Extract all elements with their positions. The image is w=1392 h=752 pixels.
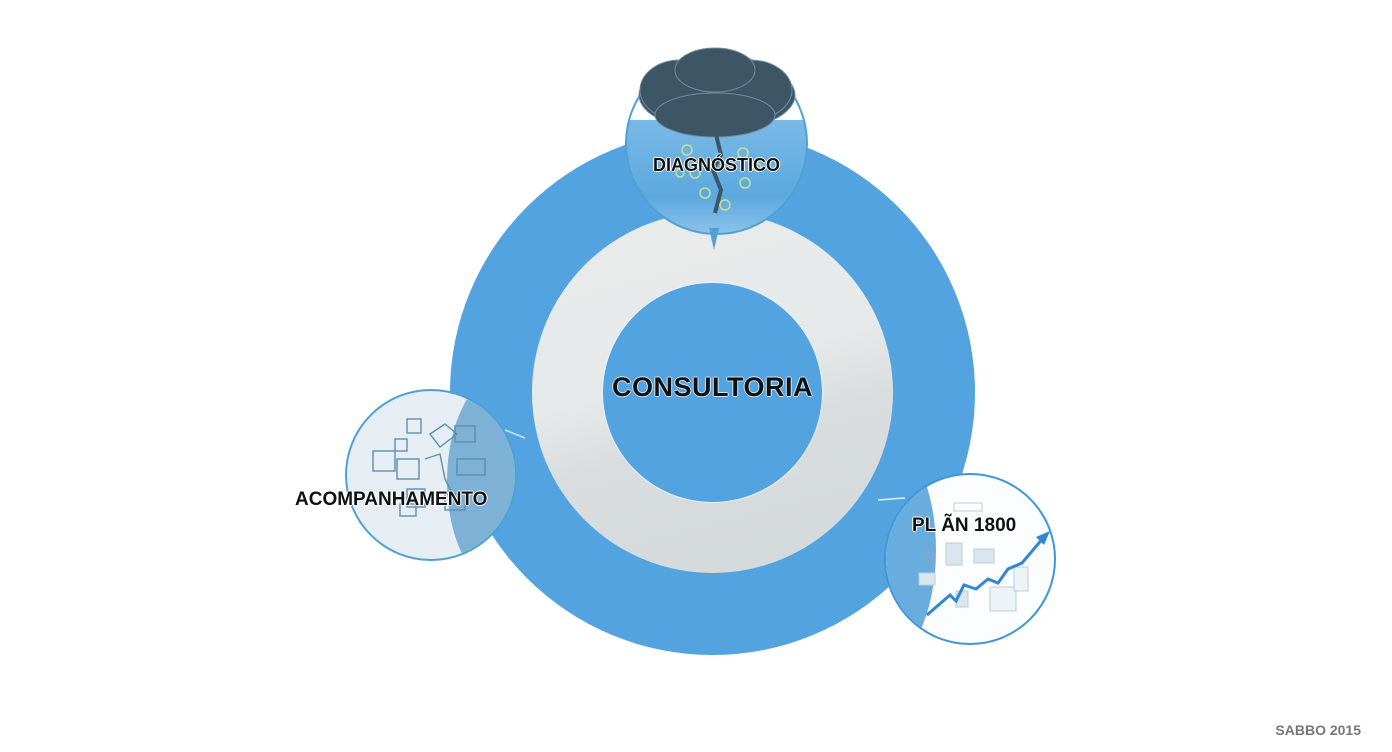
storm-cloud-icon: [638, 47, 796, 214]
node-acompanhamento[interactable]: [345, 389, 517, 561]
node-label-plano: PL ÃN 1800: [912, 515, 1017, 536]
diagnostico-pointer: [709, 228, 719, 250]
center-label: CONSULTORIA: [612, 372, 813, 402]
node-label-diagnostico: DIAGNÓSTICO: [652, 155, 780, 175]
growth-chart-icon: [918, 502, 1050, 617]
network-boxes-icon: [372, 418, 486, 517]
center-circle: [603, 283, 822, 502]
footer-credit: SABBO 2015: [1275, 722, 1361, 738]
node-label-acompanhamento: ACOMPANHAMENTO: [295, 489, 488, 510]
